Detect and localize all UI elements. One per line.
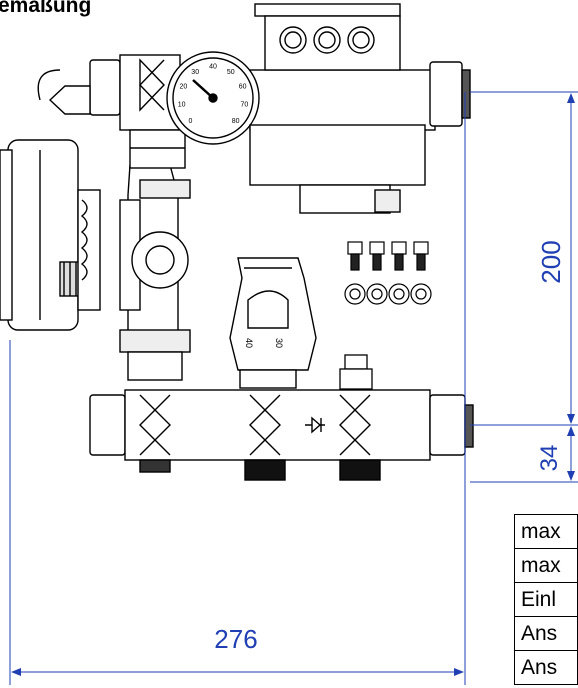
spec-row: max [514,548,578,583]
dimension-lines [9,91,578,685]
gauge-tick-label: 30 [191,69,199,76]
valve-scale-label: 40 [244,338,254,348]
gauge-tick-label: 20 [180,83,188,90]
spec-row: Einl [514,582,578,617]
gauge-tick-label: 60 [239,83,247,90]
actuator-box [249,3,426,214]
spec-label: max [514,548,578,583]
gauge-tick-label: 40 [209,64,217,71]
spec-label: Einl [514,582,578,617]
fittings-set [344,241,432,305]
gauge-tick-label: 50 [227,69,235,76]
gauge-tick-label: 0 [188,118,192,125]
spec-row: Ans [514,650,578,685]
drawing-title: emaßung [0,0,92,17]
spec-row: max [514,514,578,549]
thermostatic-valve [229,257,317,389]
dimension-height-lower: 34 [536,445,563,472]
valve-scale-labels: 40 30 [244,338,284,348]
gauge-tick-label: 80 [232,118,240,125]
gauge-tick-label: 70 [241,102,249,109]
lower-manifold [89,389,474,481]
pump-body [119,156,191,381]
dimension-width: 276 [214,624,257,654]
spec-label: Ans [514,650,578,685]
pump-motor [0,139,101,331]
air-vent [339,354,373,390]
spec-row: Ans [514,616,578,651]
dimension-height-upper: 200 [536,240,566,283]
spec-label: Ans [514,616,578,651]
thermometer-gauge [166,51,260,145]
gauge-tick-label: 10 [178,102,186,109]
valve-scale-label: 30 [274,338,284,348]
spec-label: max [514,514,578,549]
